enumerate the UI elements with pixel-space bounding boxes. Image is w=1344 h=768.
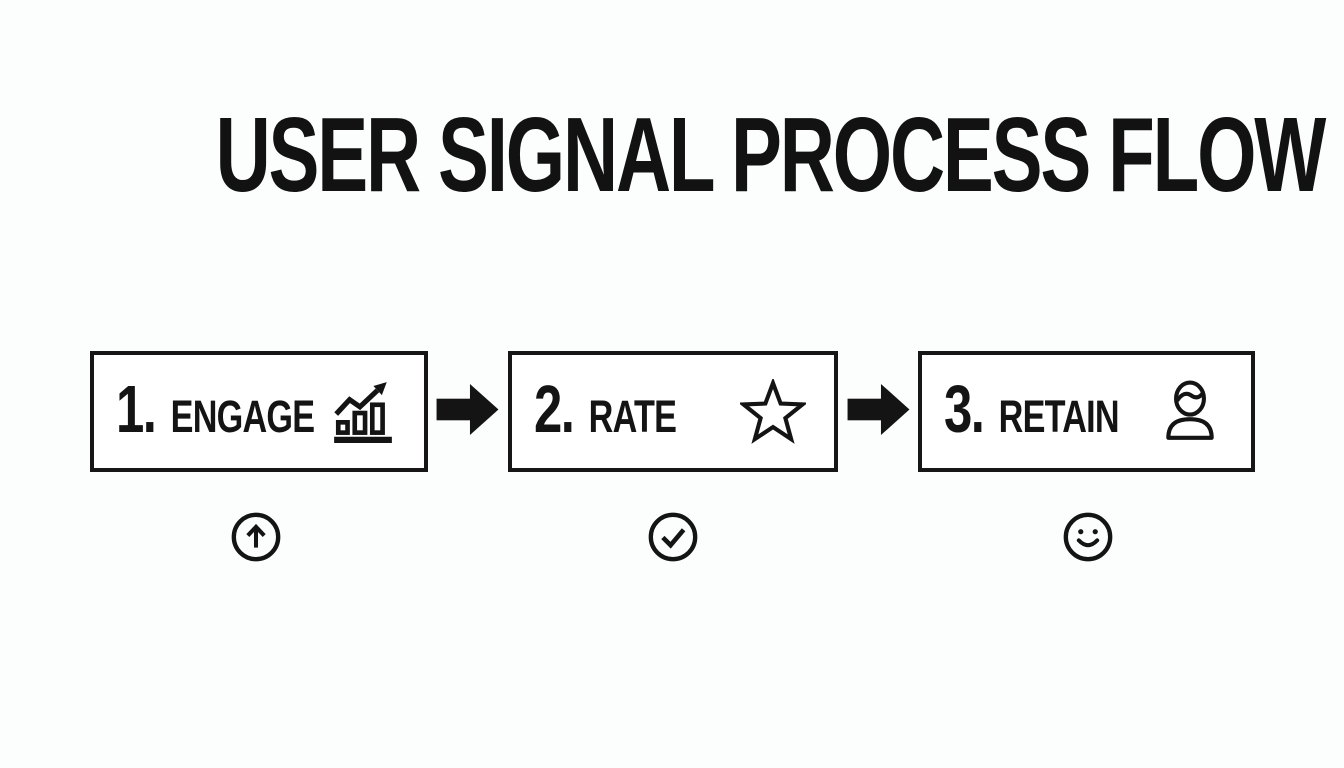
step-label: RATE	[588, 390, 677, 442]
step-number: 3.	[944, 371, 985, 447]
page-title: USER SIGNAL PROCESS FLOW	[0, 102, 1344, 208]
step-number: 1.	[116, 371, 157, 447]
step-text: 2. RATE	[534, 371, 677, 447]
step-box-retain: 3. RETAIN	[918, 351, 1255, 472]
arrow-right-icon	[847, 381, 911, 438]
step-text: 1. ENGAGE	[116, 371, 315, 447]
star-icon	[740, 378, 806, 445]
circle-arrow-up-icon	[229, 510, 283, 564]
step-box-engage: 1. ENGAGE	[90, 351, 428, 472]
circle-check-icon	[646, 510, 700, 564]
step-box-rate: 2. RATE	[508, 351, 838, 472]
step-label: RETAIN	[998, 390, 1120, 442]
step-label: ENGAGE	[170, 390, 315, 442]
step-text: 3. RETAIN	[944, 371, 1120, 447]
step-number: 2.	[534, 371, 575, 447]
circle-smile-icon	[1061, 510, 1115, 564]
arrow-right-icon	[436, 381, 500, 438]
page-title-text: USER SIGNAL PROCESS FLOW	[215, 96, 1327, 214]
user-icon	[1157, 379, 1223, 445]
bar-chart-growth-icon	[330, 379, 396, 445]
